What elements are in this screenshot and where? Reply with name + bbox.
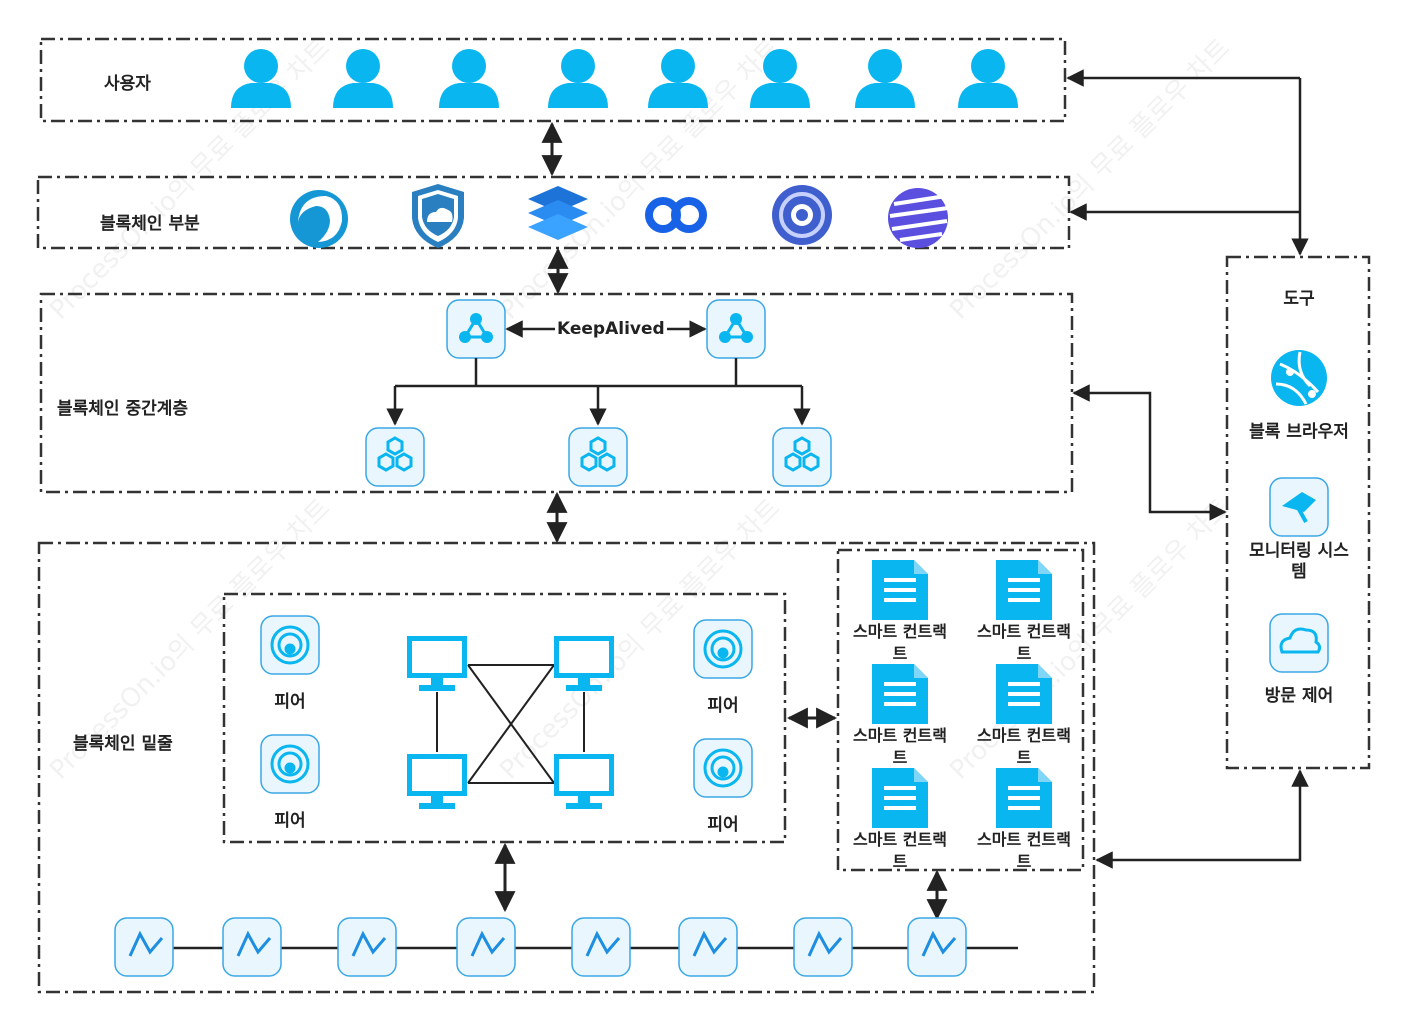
middleware-network xyxy=(365,299,832,487)
peer-label: 피어 xyxy=(707,696,739,716)
chain-nodes xyxy=(114,917,1018,977)
smart-contract-label: 스마트 컨트랙 트 xyxy=(853,726,947,767)
peer-label: 피어 xyxy=(707,815,739,835)
p2p-network xyxy=(407,636,614,809)
smart-contract-label: 스마트 컨트랙 트 xyxy=(977,622,1071,663)
smart-contract-icons xyxy=(872,560,1052,828)
layer-users-frame xyxy=(39,37,1067,123)
tools-title: 도구 xyxy=(1283,289,1315,309)
tool-access-control: 방문 제어 xyxy=(1264,686,1334,706)
tool-block-browser: 블록 브라우저 xyxy=(1249,422,1349,442)
smart-contract-label: 스마트 컨트랙 트 xyxy=(977,830,1071,871)
keepalived-label: KeepAlived xyxy=(555,319,667,339)
tool-monitoring-system: 모니터링 시스 템 xyxy=(1249,541,1349,582)
smart-contract-label: 스마트 컨트랙 트 xyxy=(853,830,947,871)
peer-icons xyxy=(260,615,753,798)
smart-contract-label: 스마트 컨트랙 트 xyxy=(853,622,947,663)
layer-bottom-frame xyxy=(37,541,1096,994)
tools-icons xyxy=(1269,350,1329,673)
user-icons xyxy=(231,49,1018,108)
layer-blockchain-frame xyxy=(36,175,1071,250)
p2p-frame xyxy=(222,592,787,844)
smart-contract-frame xyxy=(836,548,1085,872)
tools-frame xyxy=(1225,255,1371,770)
peer-label: 피어 xyxy=(274,692,306,712)
peer-label: 피어 xyxy=(274,811,306,831)
tools-connectors xyxy=(1066,69,1309,869)
layer-label-middleware: 블록체인 중간계층 xyxy=(57,399,189,419)
layer-label-users: 사용자 xyxy=(104,74,151,94)
blockchain-logos xyxy=(290,184,949,248)
layer-label-bottom: 블록체인 밑줄 xyxy=(73,734,173,754)
smart-contract-label: 스마트 컨트랙 트 xyxy=(977,726,1071,767)
layer-label-blockchain-part: 블록체인 부분 xyxy=(100,214,200,234)
